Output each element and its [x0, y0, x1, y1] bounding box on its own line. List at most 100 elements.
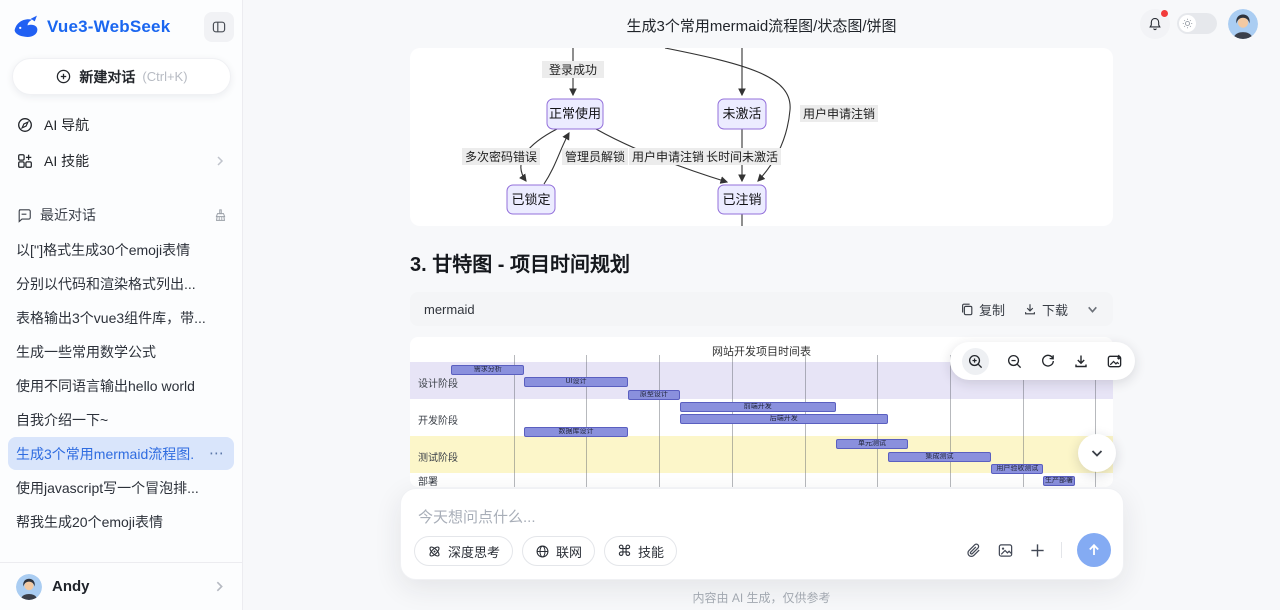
- code-language-label: mermaid: [424, 301, 475, 317]
- user-name: Andy: [52, 578, 90, 595]
- reset-view-icon[interactable]: [1040, 353, 1056, 369]
- edge-label: 登录成功: [549, 62, 597, 77]
- user-profile-row[interactable]: Andy: [0, 562, 242, 610]
- chat-item-label: 使用不同语言输出hello world: [16, 377, 195, 394]
- scroll-to-bottom-button[interactable]: [1078, 434, 1116, 472]
- gantt-gridline: [586, 355, 588, 487]
- diagram-toolbar: [950, 342, 1135, 380]
- collapse-sidebar-icon: [212, 21, 226, 33]
- chat-item-label: 生成3个常用mermaid流程图...: [16, 445, 194, 462]
- chat-history-item[interactable]: 自我介绍一下~: [8, 403, 234, 436]
- sidebar-item-ai-skills[interactable]: AI 技能: [6, 144, 236, 178]
- state-node-label: 未激活: [722, 106, 761, 121]
- state-diagram: 登录成功 多次密码错误 管理员解锁 用户申请注销 长时间未激活 用户申请注销 正…: [462, 48, 878, 226]
- web-search-button[interactable]: 联网: [522, 536, 596, 566]
- download-diagram-icon[interactable]: [1073, 353, 1089, 369]
- gantt-bar: 生产部署: [1043, 476, 1075, 487]
- gantt-section-label: 测试阶段: [418, 452, 458, 464]
- chat-history-item[interactable]: 生成一些常用数学公式: [8, 335, 234, 368]
- zoom-out-icon[interactable]: [1006, 353, 1023, 370]
- sidebar-item-label: AI 导航: [44, 117, 90, 133]
- composer-input[interactable]: 今天想问点什么...: [418, 509, 536, 526]
- send-button[interactable]: [1077, 533, 1111, 567]
- recent-chats-header: 最近对话: [16, 204, 228, 226]
- arrow-up-icon: [1089, 543, 1099, 555]
- edge-label: 管理员解锁: [565, 149, 625, 164]
- gantt-section-label: 设计阶段: [418, 378, 458, 390]
- clear-history-icon[interactable]: [213, 208, 228, 223]
- message-composer[interactable]: 今天想问点什么... 深度思考 联网 ⌘ 技能: [400, 488, 1124, 580]
- zoom-in-icon[interactable]: [962, 347, 989, 375]
- web-search-label: 联网: [556, 544, 583, 560]
- gantt-bar: 单元测试: [835, 439, 909, 450]
- command-icon: ⌘: [617, 542, 633, 560]
- attachment-icon[interactable]: [965, 542, 982, 559]
- main-area: 生成3个常用mermaid流程图/状态图/饼图: [243, 0, 1280, 610]
- download-code-button[interactable]: 下载: [1023, 300, 1068, 319]
- chevron-right-icon: [214, 155, 226, 167]
- whale-logo-icon: [12, 13, 40, 41]
- notifications-button[interactable]: [1140, 9, 1170, 39]
- copy-code-button[interactable]: 复制: [960, 300, 1005, 319]
- gantt-bar: 原型设计: [627, 389, 680, 400]
- edge-label: 多次密码错误: [465, 149, 537, 164]
- copy-icon: [962, 303, 973, 316]
- gantt-bar: UI设计: [524, 377, 628, 388]
- gantt-section-label: 开发阶段: [418, 415, 458, 427]
- add-icon[interactable]: [1029, 542, 1046, 559]
- image-upload-icon[interactable]: [997, 542, 1014, 559]
- chevron-right-icon: [213, 580, 226, 593]
- new-chat-button[interactable]: 新建对话 (Ctrl+K): [12, 58, 231, 95]
- gantt-gridline: [513, 355, 515, 487]
- state-node-label: 已注销: [722, 192, 761, 207]
- user-avatar: [16, 573, 42, 600]
- deep-think-button[interactable]: 深度思考: [414, 536, 514, 566]
- state-node-label: 正常使用: [549, 106, 601, 121]
- code-collapse-button[interactable]: [1086, 303, 1099, 316]
- theme-toggle[interactable]: [1177, 13, 1217, 34]
- chat-history-item[interactable]: 帮我生成20个emoji表情: [8, 505, 234, 538]
- divider: [1061, 542, 1062, 558]
- edge-label: 长时间未激活: [706, 150, 778, 164]
- chat-history-item[interactable]: 分别以代码和渲染格式列出...: [8, 267, 234, 300]
- sidebar-item-ai-nav[interactable]: AI 导航: [6, 108, 236, 142]
- chat-history-item[interactable]: 生成3个常用mermaid流程图... ⋯: [8, 437, 234, 470]
- chat-item-menu-icon[interactable]: ⋯: [209, 444, 224, 462]
- chat-item-label: 帮我生成20个emoji表情: [16, 513, 164, 530]
- app-title: Vue3-WebSeek: [47, 17, 171, 36]
- gantt-bar: 集成测试: [887, 451, 992, 462]
- chat-history-item[interactable]: 使用javascript写一个冒泡排...: [8, 471, 234, 504]
- skills-button[interactable]: ⌘ 技能: [604, 536, 678, 566]
- chat-history-item[interactable]: 表格输出3个vue3组件库，带...: [8, 301, 234, 334]
- chat-history-item[interactable]: 使用不同语言输出hello world: [8, 369, 234, 402]
- new-chat-shortcut: (Ctrl+K): [142, 69, 188, 84]
- logo-row: Vue3-WebSeek: [12, 10, 234, 44]
- code-block-header: mermaid 复制 下载: [410, 292, 1113, 326]
- chat-item-label: 自我介绍一下~: [16, 411, 109, 428]
- chat-item-label: 以['']格式生成30个emoji表情: [16, 241, 191, 258]
- atom-icon: [429, 545, 440, 557]
- conversation-title: 生成3个常用mermaid流程图/状态图/饼图: [626, 18, 897, 35]
- chat-item-label: 生成一些常用数学公式: [16, 343, 156, 360]
- section-heading: 3. 甘特图 - 项目时间规划: [410, 254, 631, 276]
- sidebar-item-label: AI 技能: [44, 153, 90, 169]
- gantt-gridline: [1022, 355, 1024, 487]
- sidebar: Vue3-WebSeek 新建对话 (Ctrl+K) AI 导航 AI 技能 最…: [0, 0, 243, 610]
- compass-icon: [18, 118, 32, 132]
- gantt-bar: 用户验收测试: [991, 463, 1044, 474]
- skills-label: 技能: [638, 544, 665, 560]
- chat-history-item[interactable]: 以['']格式生成30个emoji表情: [8, 233, 234, 266]
- chat-item-label: 表格输出3个vue3组件库，带...: [16, 309, 206, 326]
- gantt-section-band: [410, 473, 1113, 485]
- sidebar-collapse-button[interactable]: [204, 12, 234, 42]
- gantt-title: 网站开发项目时间表: [712, 346, 811, 358]
- export-image-icon[interactable]: [1106, 353, 1123, 370]
- chat-item-label: 分别以代码和渲染格式列出...: [16, 275, 196, 292]
- apps-icon: [18, 154, 32, 168]
- notification-badge: [1160, 9, 1169, 18]
- header-avatar[interactable]: [1228, 9, 1258, 39]
- state-node-label: 已锁定: [511, 192, 550, 207]
- recent-chats-title: 最近对话: [40, 207, 96, 223]
- chevron-down-icon: [1088, 306, 1097, 313]
